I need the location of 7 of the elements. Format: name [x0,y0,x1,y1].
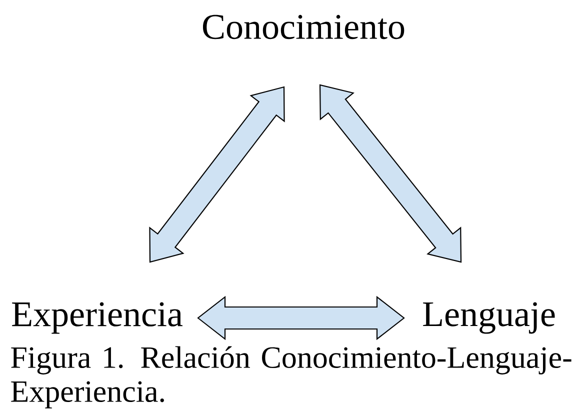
concept-label: Lenguaje [423,302,555,334]
figure-caption: Figura 1. Relación Conocimiento-Lenguaje-Experiencia. [11,346,572,408]
double-arrow [319,84,462,263]
double-arrow [197,296,405,340]
concept-label: Experiencia [12,302,182,334]
double-arrow [149,86,285,263]
concept-label: Conocimiento [203,14,404,40]
